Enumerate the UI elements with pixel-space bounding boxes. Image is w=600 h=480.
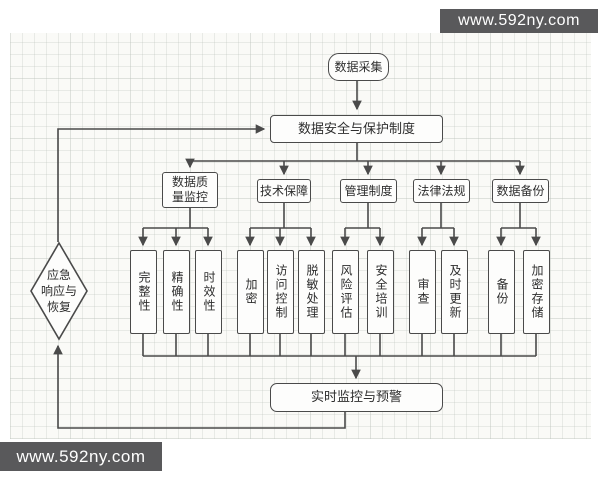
node-child-backup: 备份 [488,250,515,334]
splitter-cat-4 [501,203,536,229]
emergency-diamond-shape [30,241,88,341]
node-child-encryption: 加密 [237,250,264,334]
node-category-laws-regulations: 法律法规 [413,179,470,203]
edge-monitor-emergency [53,344,346,429]
node-child-integrity: 完整性 [130,250,157,334]
bus-verticals [142,334,537,356]
node-category-management-system: 管理制度 [340,179,397,203]
edge-emergency-policy [57,124,266,242]
node-child-encrypted-storage: 加密存储 [523,250,550,334]
grid-canvas [10,33,591,439]
node-child-timeliness: 时效性 [195,250,222,334]
node-child-access-control: 访问控制 [267,250,294,334]
node-child-review: 审查 [409,250,436,334]
splitter-cat-2 [345,203,380,229]
node-security-policy: 数据安全与保护制度 [270,115,443,143]
node-category-quality-monitoring: 数据质 量监控 [162,172,218,208]
splitter-cat-1 [250,203,311,229]
node-child-desensitization: 脱敏处理 [298,250,325,334]
watermark-top: www.592ny.com [440,9,598,33]
node-category-technical-support: 技术保障 [257,179,311,203]
node-child-accuracy: 精确性 [163,250,190,334]
node-child-security-training: 安全培训 [367,250,394,334]
node-child-risk-assessment: 风险评估 [332,250,359,334]
node-category-data-backup: 数据备份 [492,179,549,203]
splitter-cat-3 [422,203,454,229]
node-data-collection: 数据采集 [328,53,389,81]
watermark-bottom: www.592ny.com [0,442,162,471]
node-realtime-monitoring: 实时监控与预警 [270,383,443,412]
node-child-timely-update: 及时更新 [441,250,468,334]
node-emergency-response-label: 应急 响应与 恢复 [40,267,77,315]
edge-policy-branch [190,143,520,162]
splitter-cat-0 [143,208,208,229]
